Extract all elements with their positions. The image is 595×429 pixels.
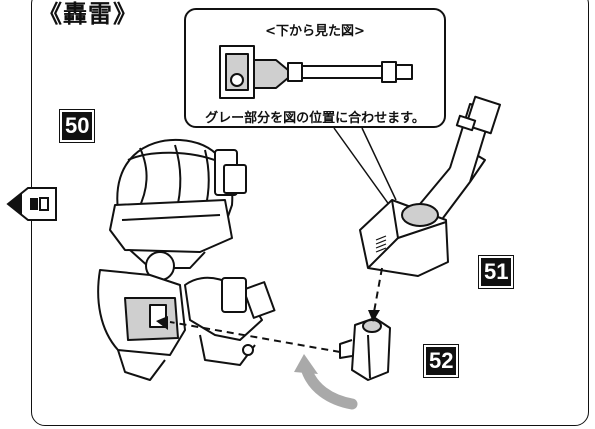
figure-51-cannon <box>359 95 501 277</box>
assembly-guides <box>169 267 383 353</box>
arrow-marker-icon <box>6 187 57 221</box>
callout-title: <下から見た図> <box>265 24 365 39</box>
part-number-50: 50 <box>58 109 96 143</box>
part-number-51: 51 <box>477 255 515 289</box>
figure-50-robot <box>97 138 276 381</box>
arrowhead-down <box>368 310 380 322</box>
part-number-52: 52 <box>422 344 460 378</box>
arrowhead-left <box>156 316 168 330</box>
bottom-view-callout: <下から見た図> グレー部分を図の位置に合わせます。 <box>184 8 446 128</box>
figure-52-connector <box>339 317 391 381</box>
page-title: 《轟雷》 <box>38 0 138 28</box>
callout-pointer <box>333 127 397 207</box>
bottom-view-drawing <box>219 45 413 99</box>
callout-note: グレー部分を図の位置に合わせます。 <box>205 111 425 126</box>
rotation-arrow-icon <box>294 354 358 410</box>
